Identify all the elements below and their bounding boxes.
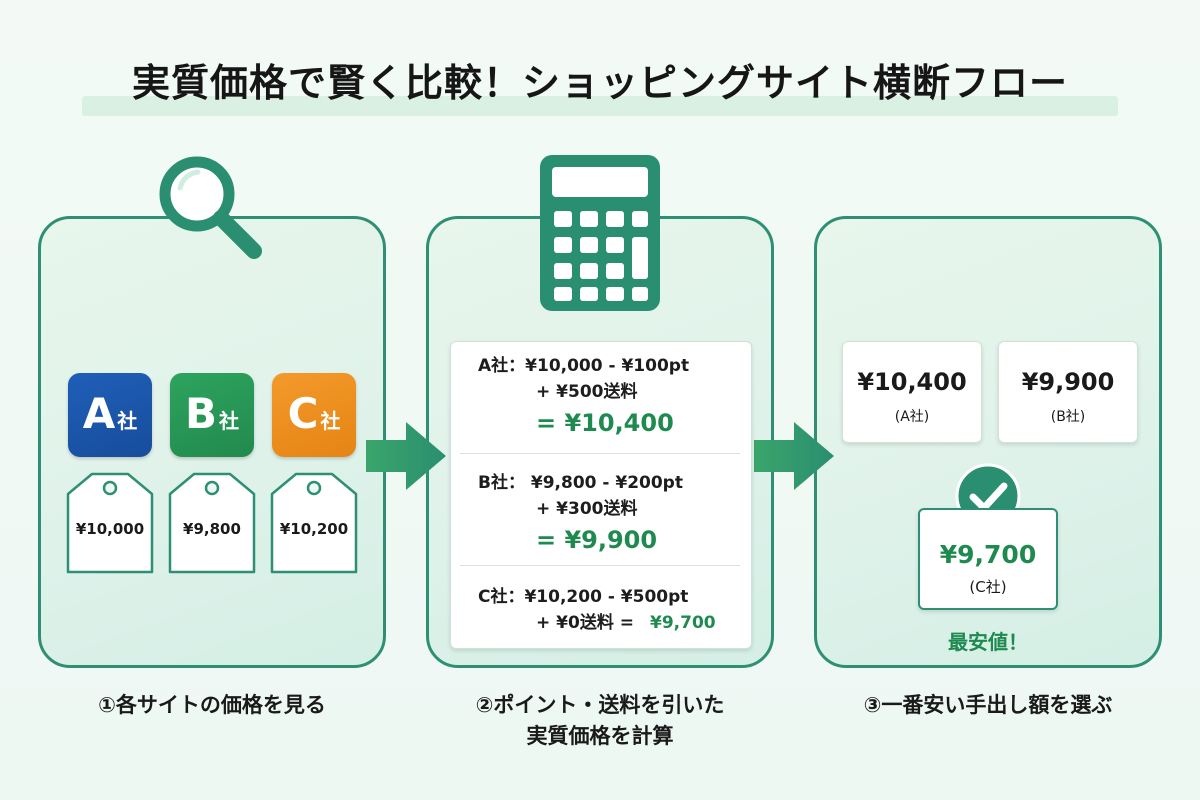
company-a-label: (A社) [894, 409, 930, 425]
company-c-logo: C 社 [272, 373, 356, 457]
effective-price-b: ¥9,900 [1021, 368, 1115, 396]
calc-b-result: = ¥9,900 [536, 526, 658, 554]
title-highlight-band [82, 96, 1118, 116]
company-c-list-price: ¥10,200 [279, 520, 349, 538]
company-b-list-price: ¥9,800 [183, 520, 241, 538]
best-price-box: ¥9,700 (C社) [918, 508, 1058, 610]
price-tag-icon [66, 472, 154, 574]
calc-a-result: = ¥10,400 [536, 409, 674, 437]
price-box-b: ¥9,900 (B社) [998, 341, 1138, 443]
price-tag-icon [270, 472, 358, 574]
calc-divider [460, 565, 740, 566]
step-2-label-line-2: 実質価格を計算 [526, 724, 674, 748]
company-b-logo: B 社 [170, 373, 254, 457]
step-2-label-line-1: ②ポイント・送料を引いた [475, 693, 725, 717]
calc-c-line-1: C社：¥10,200 - ¥500pt [478, 587, 689, 607]
cheapest-label: 最安値！ [948, 630, 1028, 654]
calc-divider [460, 453, 740, 454]
step-3-label: ③一番安い手出し額を選ぶ [863, 693, 1113, 717]
calc-b-line-2: + ¥300送料 [536, 499, 638, 519]
magnifying-glass-icon [159, 156, 262, 259]
step-1-label: ①各サイトの価格を見る [98, 693, 326, 717]
calculation-card [450, 341, 752, 649]
calc-a-line-2: + ¥500送料 [536, 382, 638, 402]
calc-b-line-1: B社： ¥9,800 - ¥200pt [478, 473, 683, 493]
company-b-label: (B社) [1050, 409, 1086, 425]
calc-a-line-1: A社：¥10,000 - ¥100pt [478, 356, 690, 376]
page-title: 実質価格で賢く比較！ショッピングサイト横断フロー [131, 61, 1068, 105]
best-price-value: ¥9,700 [939, 540, 1037, 569]
flow-arrow-2-to-3 [754, 422, 834, 490]
price-box-a: ¥10,400 (A社) [842, 341, 982, 443]
company-a-list-price: ¥10,000 [75, 520, 145, 538]
price-tag-icon [168, 472, 256, 574]
calc-c-line-2: + ¥0送料 = [536, 613, 634, 633]
effective-price-a: ¥10,400 [857, 368, 967, 396]
flow-arrow-1-to-2 [366, 422, 446, 490]
calc-c-result: ¥9,700 [650, 613, 716, 633]
calculator-icon [540, 155, 660, 311]
company-a-logo: A 社 [68, 373, 152, 457]
best-price-company: (C社) [969, 578, 1007, 596]
